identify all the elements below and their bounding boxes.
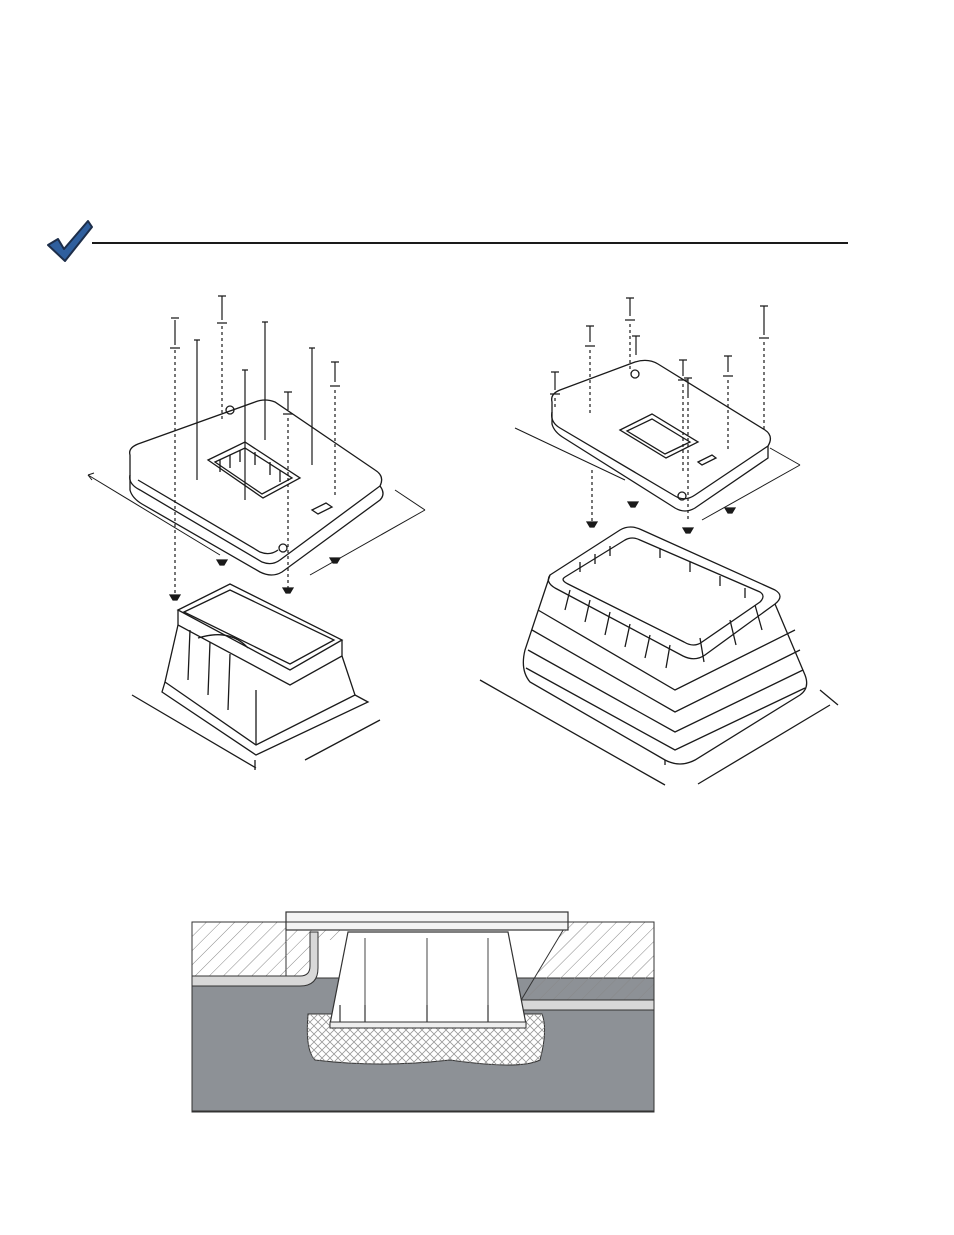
lid-drawing — [130, 400, 383, 575]
box-body-drawing — [480, 527, 838, 785]
exploded-view-jumbo-box — [470, 290, 850, 800]
box-body-drawing — [132, 584, 380, 770]
valve-box — [330, 932, 526, 1024]
installation-cross-section — [190, 910, 656, 1114]
valve-box-lid — [286, 912, 568, 930]
topsoil-layer — [192, 922, 286, 978]
lid-drawing — [552, 360, 771, 511]
pipe-right — [520, 1000, 654, 1010]
exploded-view-standard-box — [80, 290, 440, 780]
section-header — [40, 215, 860, 270]
checkmark-icon — [48, 221, 92, 261]
